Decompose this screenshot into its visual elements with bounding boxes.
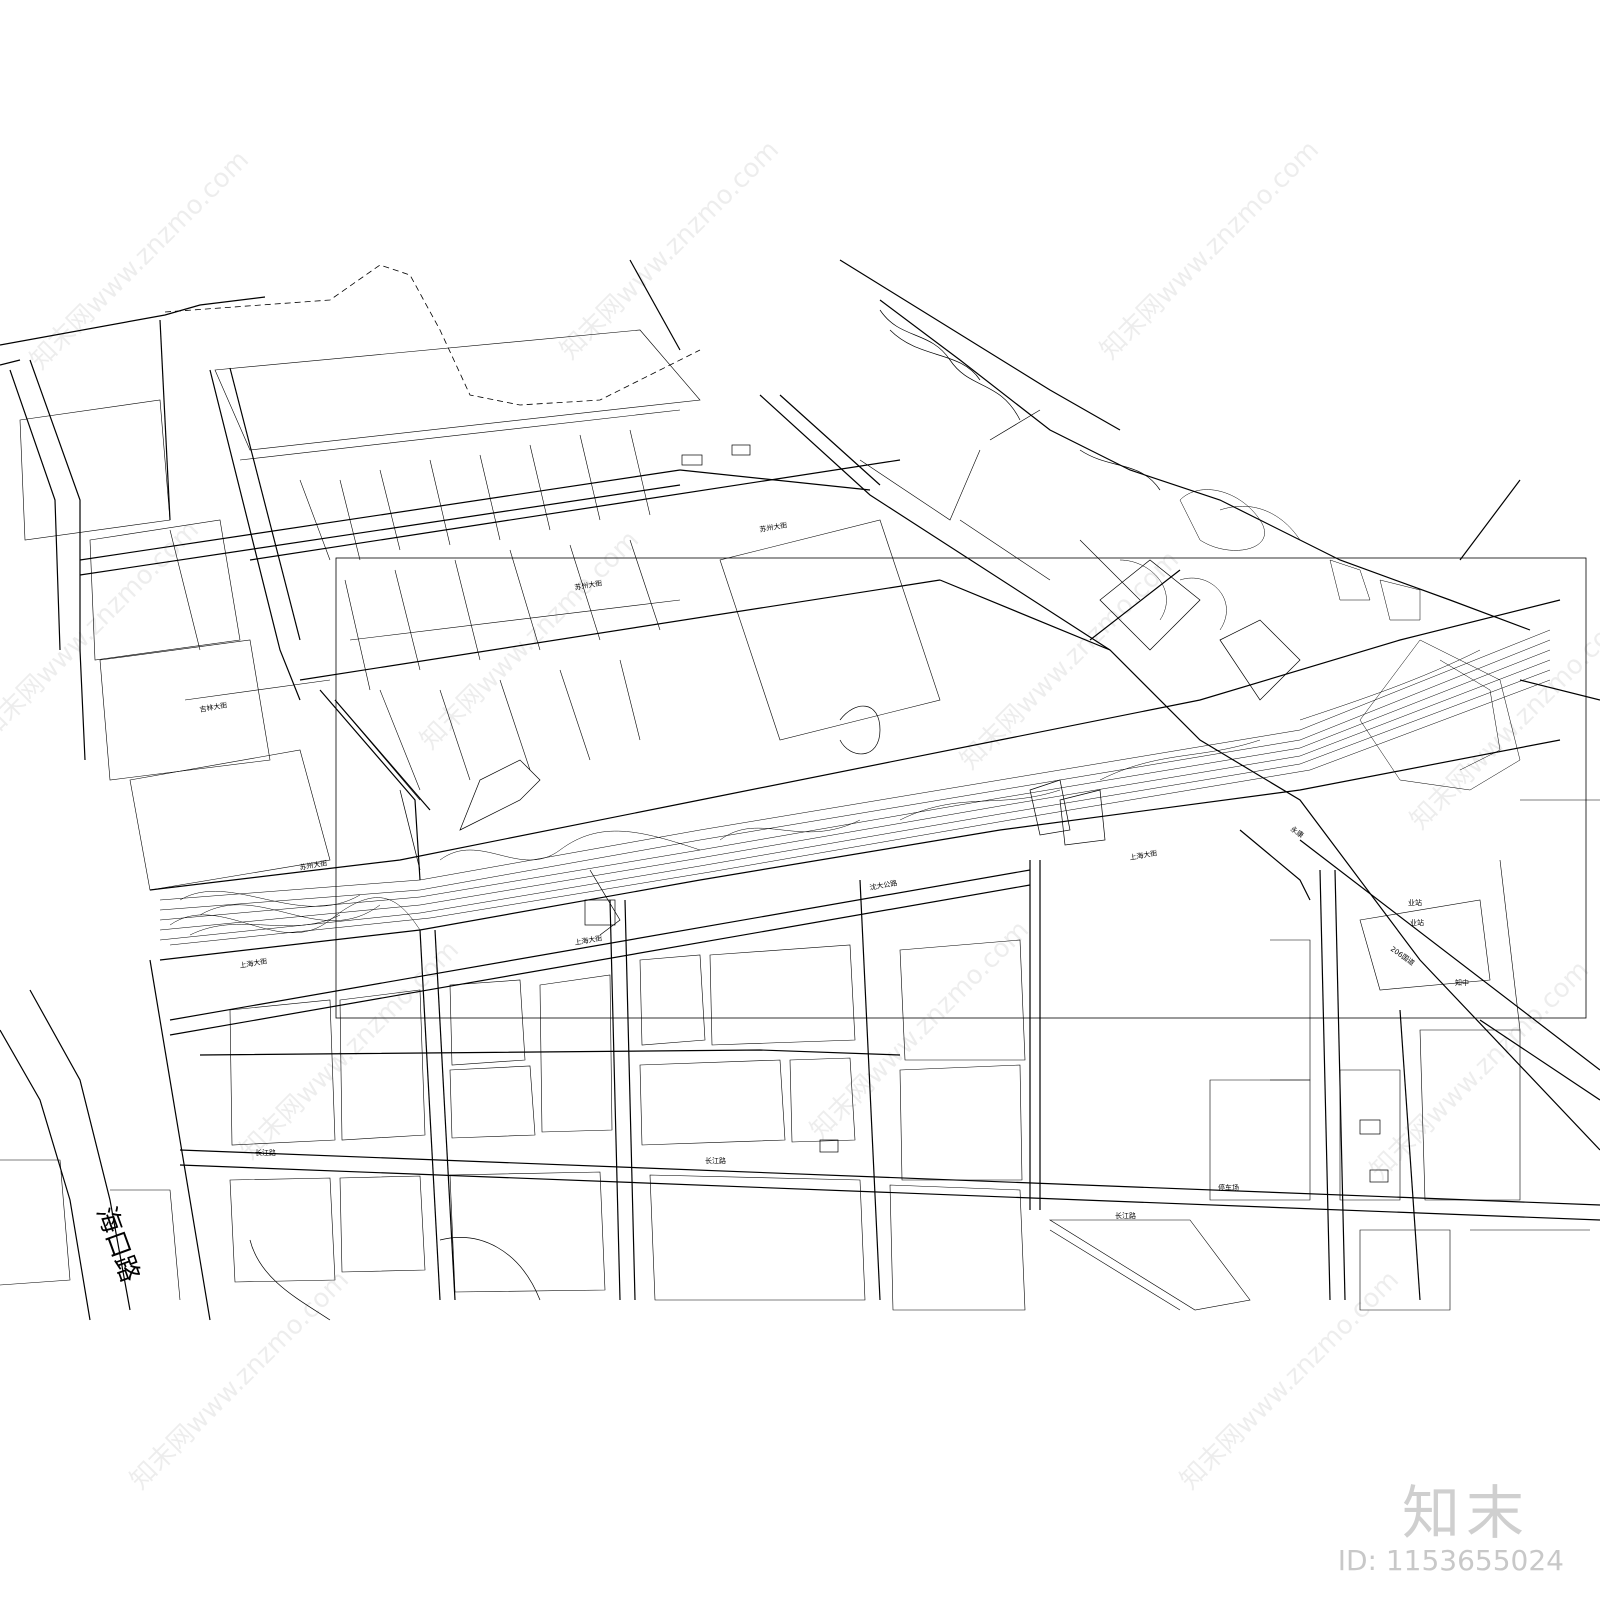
study-area-frame <box>335 557 1587 1019</box>
road-label-shanghai-1: 上海大街 <box>239 956 268 970</box>
northeast-riverside-park <box>879 299 1531 791</box>
road-label-yongkang: 永康 <box>1289 824 1306 839</box>
upper-left-parcels <box>19 329 1141 891</box>
ye-zhan-label-1: 业站 <box>1408 898 1422 907</box>
road-label-206: 206国道 <box>1389 944 1417 967</box>
road-label-shida-gonglu: 沈大公路 <box>869 878 898 892</box>
road-label-changjiang-2: 长江路 <box>705 1156 726 1165</box>
brand-id-text: ID: 1153655024 <box>1337 1544 1564 1577</box>
zhi-zhong-label: 知中 <box>1455 978 1469 987</box>
road-label-suzhou-3: 苏州大街 <box>759 520 788 534</box>
road-label-changjiang-3: 长江路 <box>1115 1211 1136 1220</box>
lower-parcels <box>0 799 1600 1321</box>
linear-park-corridor <box>149 599 1561 961</box>
road-label-shanghai-3: 上海大街 <box>1129 848 1158 862</box>
parking-label: 停车场 <box>1218 1183 1239 1192</box>
dashed-boundary <box>164 264 701 406</box>
road-label-changjiang-1: 长江路 <box>255 1148 276 1157</box>
lower-road-network <box>0 839 1600 1321</box>
upper-road-network <box>0 259 1600 1151</box>
road-label-jilin-dajie: 吉林大街 <box>199 700 228 714</box>
road-label-suzhou-2: 苏州大街 <box>574 578 603 592</box>
road-label-haikou-lu-1: 海口路 <box>90 1203 145 1287</box>
ye-zhan-label-2: 业站 <box>1410 918 1424 927</box>
brand-logo-text: 知末 <box>1401 1479 1530 1547</box>
annotation-boxes <box>584 444 1389 1183</box>
